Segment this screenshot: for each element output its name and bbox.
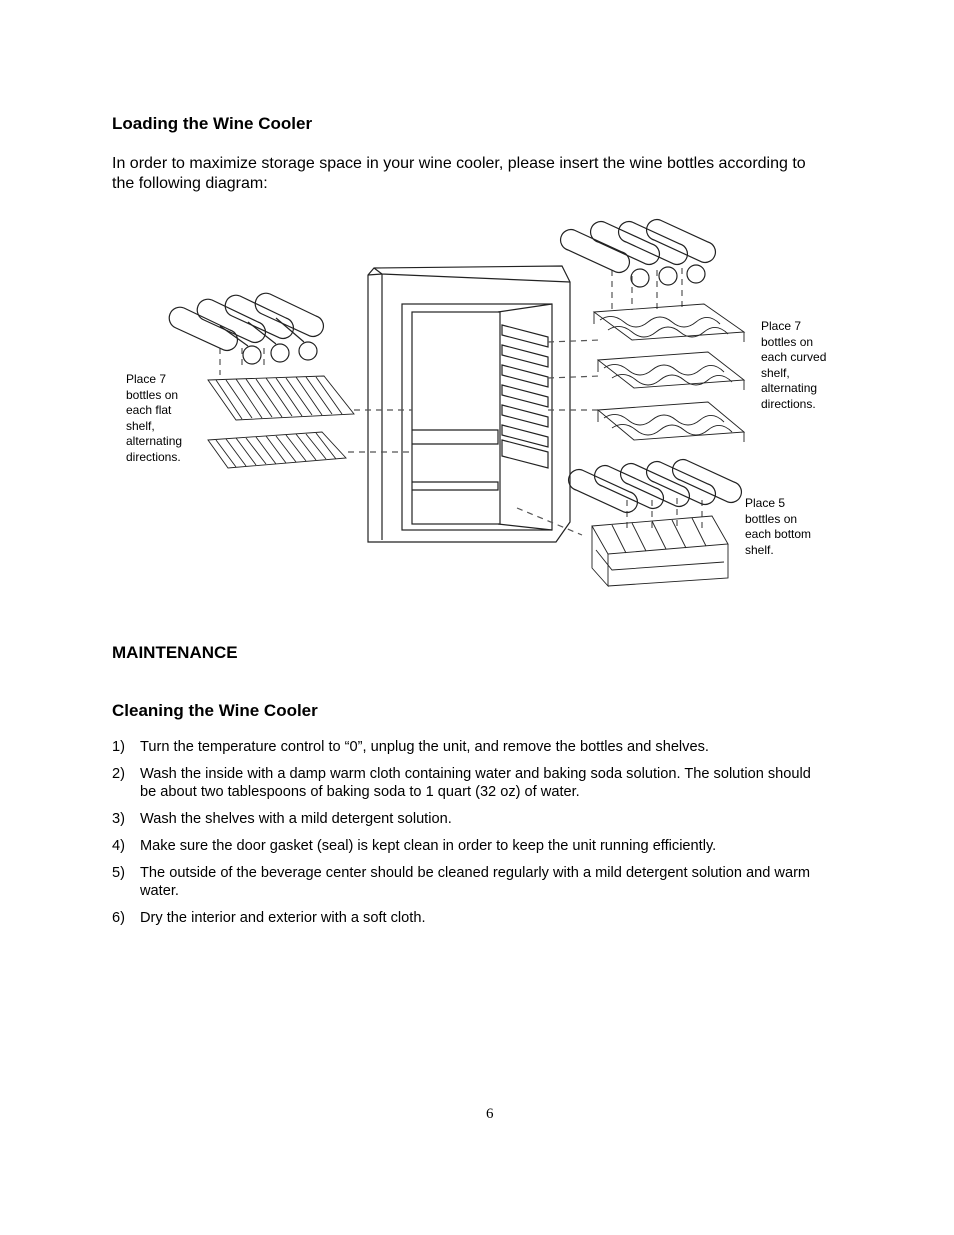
section-heading-loading: Loading the Wine Cooler bbox=[112, 114, 313, 133]
list-item: 3) Wash the shelves with a mild detergen… bbox=[112, 811, 452, 827]
list-item: 6) Dry the interior and exterior with a … bbox=[112, 910, 426, 926]
flat-shelf-bottles bbox=[168, 292, 325, 365]
bottom-shelf-bottles bbox=[567, 458, 743, 514]
curved-shelves bbox=[592, 303, 746, 442]
bottom-basket bbox=[591, 515, 729, 588]
flat-shelves bbox=[207, 375, 355, 469]
list-item: 2) Wash the inside with a damp warm clot… bbox=[112, 766, 811, 800]
cooler-cabinet-illustration bbox=[367, 265, 571, 543]
list-item: 5) The outside of the beverage center sh… bbox=[112, 865, 811, 899]
list-item: 1) Turn the temperature control to “0”, … bbox=[112, 739, 709, 755]
curved-shelf-bottles bbox=[559, 218, 717, 288]
callout-curved-shelf: Place 7 bottles on each curved shelf, al… bbox=[761, 319, 827, 411]
subheading-cleaning: Cleaning the Wine Cooler bbox=[112, 701, 318, 720]
intro-line-2: the following diagram: bbox=[112, 175, 268, 192]
intro-line-1: In order to maximize storage space in yo… bbox=[112, 155, 806, 172]
page-number: 6 bbox=[486, 1106, 494, 1122]
list-item: 4) Make sure the door gasket (seal) is k… bbox=[112, 838, 717, 854]
section-heading-maintenance: MAINTENANCE bbox=[112, 643, 238, 662]
callout-flat-shelf: Place 7 bottles on each flat shelf, alte… bbox=[126, 372, 183, 464]
callout-bottom-shelf: Place 5 bottles on each bottom shelf. bbox=[745, 496, 812, 557]
cleaning-steps-list: 1) Turn the temperature control to “0”, … bbox=[112, 738, 862, 927]
wine-loading-diagram: Place 7 bottles on each flat shelf, alte… bbox=[112, 200, 872, 600]
